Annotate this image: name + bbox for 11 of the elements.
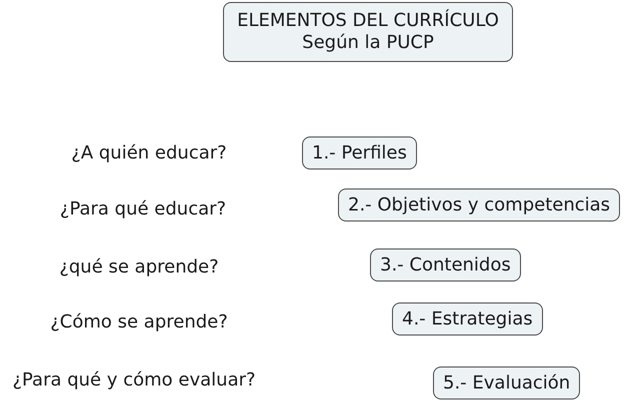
concept-box: 2.- Objetivos y competencias bbox=[338, 188, 620, 222]
question-text: ¿qué se aprende? bbox=[59, 256, 219, 278]
concept-box: 4.- Estrategias bbox=[392, 302, 543, 336]
concept-box: 3.- Contenidos bbox=[370, 248, 521, 282]
heading-box: ELEMENTOS DEL CURRÍCULO Según la PUCP bbox=[223, 2, 513, 62]
concept-box: 5.- Evaluación bbox=[433, 366, 580, 400]
question-text: ¿A quién educar? bbox=[71, 142, 227, 164]
concept-box: 1.- Perfiles bbox=[302, 136, 417, 170]
question-text: ¿Para qué y cómo evaluar? bbox=[12, 370, 256, 390]
question-text: ¿Cómo se aprende? bbox=[50, 312, 228, 332]
question-text: ¿Para qué educar? bbox=[60, 198, 226, 220]
